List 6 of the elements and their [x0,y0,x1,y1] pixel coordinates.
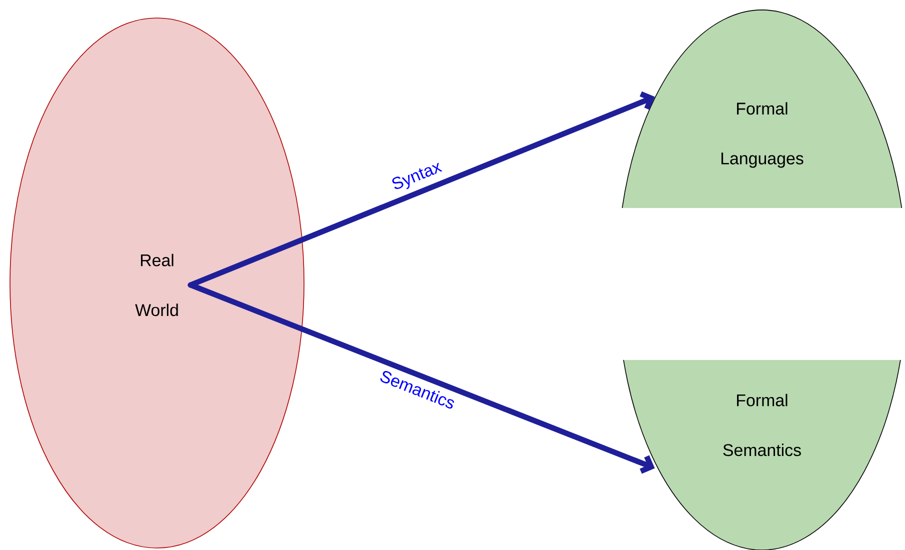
half-ellipse-node: Formal Languages [622,10,902,208]
arrow [188,91,655,288]
edge-label: Syntax [392,162,442,190]
arrow [188,282,655,474]
ellipse-node: Real World [10,18,304,548]
half-ellipse-node: Formal Semantics [623,360,901,550]
